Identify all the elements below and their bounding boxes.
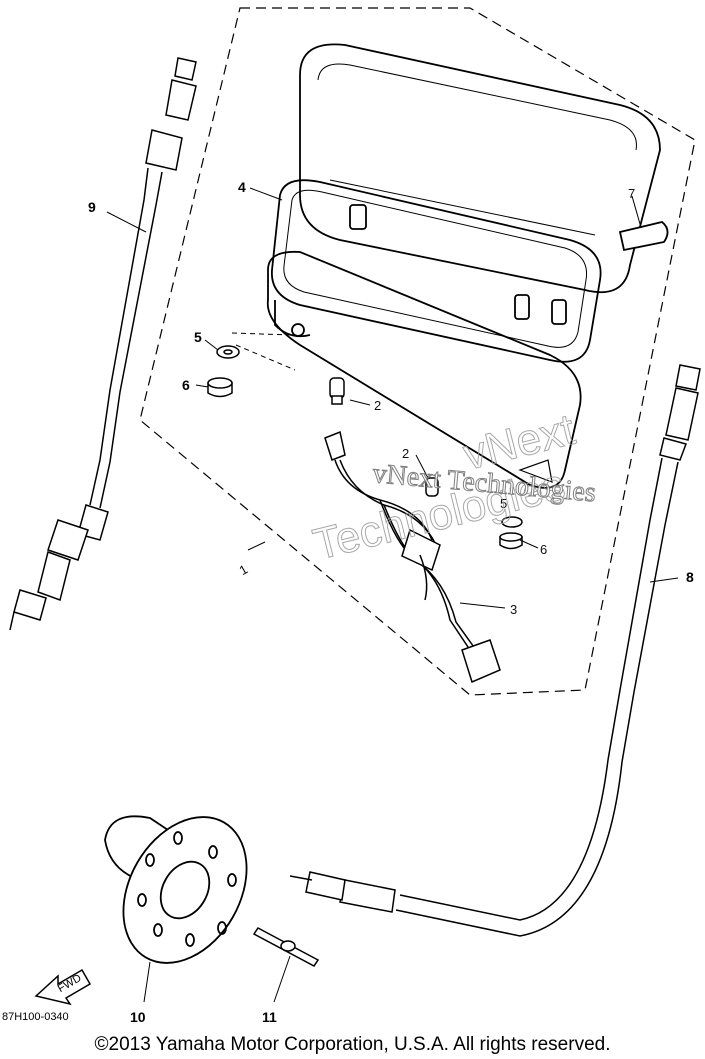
bulb <box>329 377 345 405</box>
meter-cable-left <box>9 57 197 631</box>
speedometer-parts-diagram: FWD 9 4 5 6 2 2 5 6 3 1 7 8 10 11 87H100… <box>2 7 701 1025</box>
pin <box>252 927 320 967</box>
callout-3: 3 <box>510 602 517 617</box>
callout-2b: 2 <box>402 446 409 461</box>
meter-body <box>299 43 669 325</box>
fwd-arrow-icon: FWD <box>34 968 92 1006</box>
callout-6b: 6 <box>540 542 547 557</box>
damper-left <box>216 345 240 359</box>
wire-harness <box>324 430 501 684</box>
callout-6: 6 <box>182 377 190 393</box>
callout-10: 10 <box>130 1009 146 1025</box>
callout-8: 8 <box>686 569 694 585</box>
copyright-notice: ©2013 Yamaha Motor Corporation, U.S.A. A… <box>94 1034 611 1055</box>
callout-1: 1 <box>237 561 251 578</box>
meter-cable-right <box>289 364 701 937</box>
watermark: Technologies vNext vNext Technologies <box>308 404 597 570</box>
meter-gear-unit <box>104 815 248 964</box>
callout-7: 7 <box>628 186 635 201</box>
meter-case <box>266 250 582 489</box>
assembly-boundary <box>139 7 696 696</box>
damper-right <box>499 516 523 550</box>
callout-11: 11 <box>262 1009 277 1025</box>
callout-4: 4 <box>238 179 246 195</box>
bulb-right <box>425 477 439 497</box>
meter-gasket <box>271 179 602 363</box>
leader-lines <box>106 187 679 1003</box>
callout-5: 5 <box>194 329 202 345</box>
callout-5b: 5 <box>500 496 507 511</box>
callout-2: 2 <box>374 398 381 413</box>
callout-9: 9 <box>88 199 96 215</box>
nut-left <box>207 377 233 398</box>
diagram-part-code: 87H100-0340 <box>2 1011 69 1023</box>
